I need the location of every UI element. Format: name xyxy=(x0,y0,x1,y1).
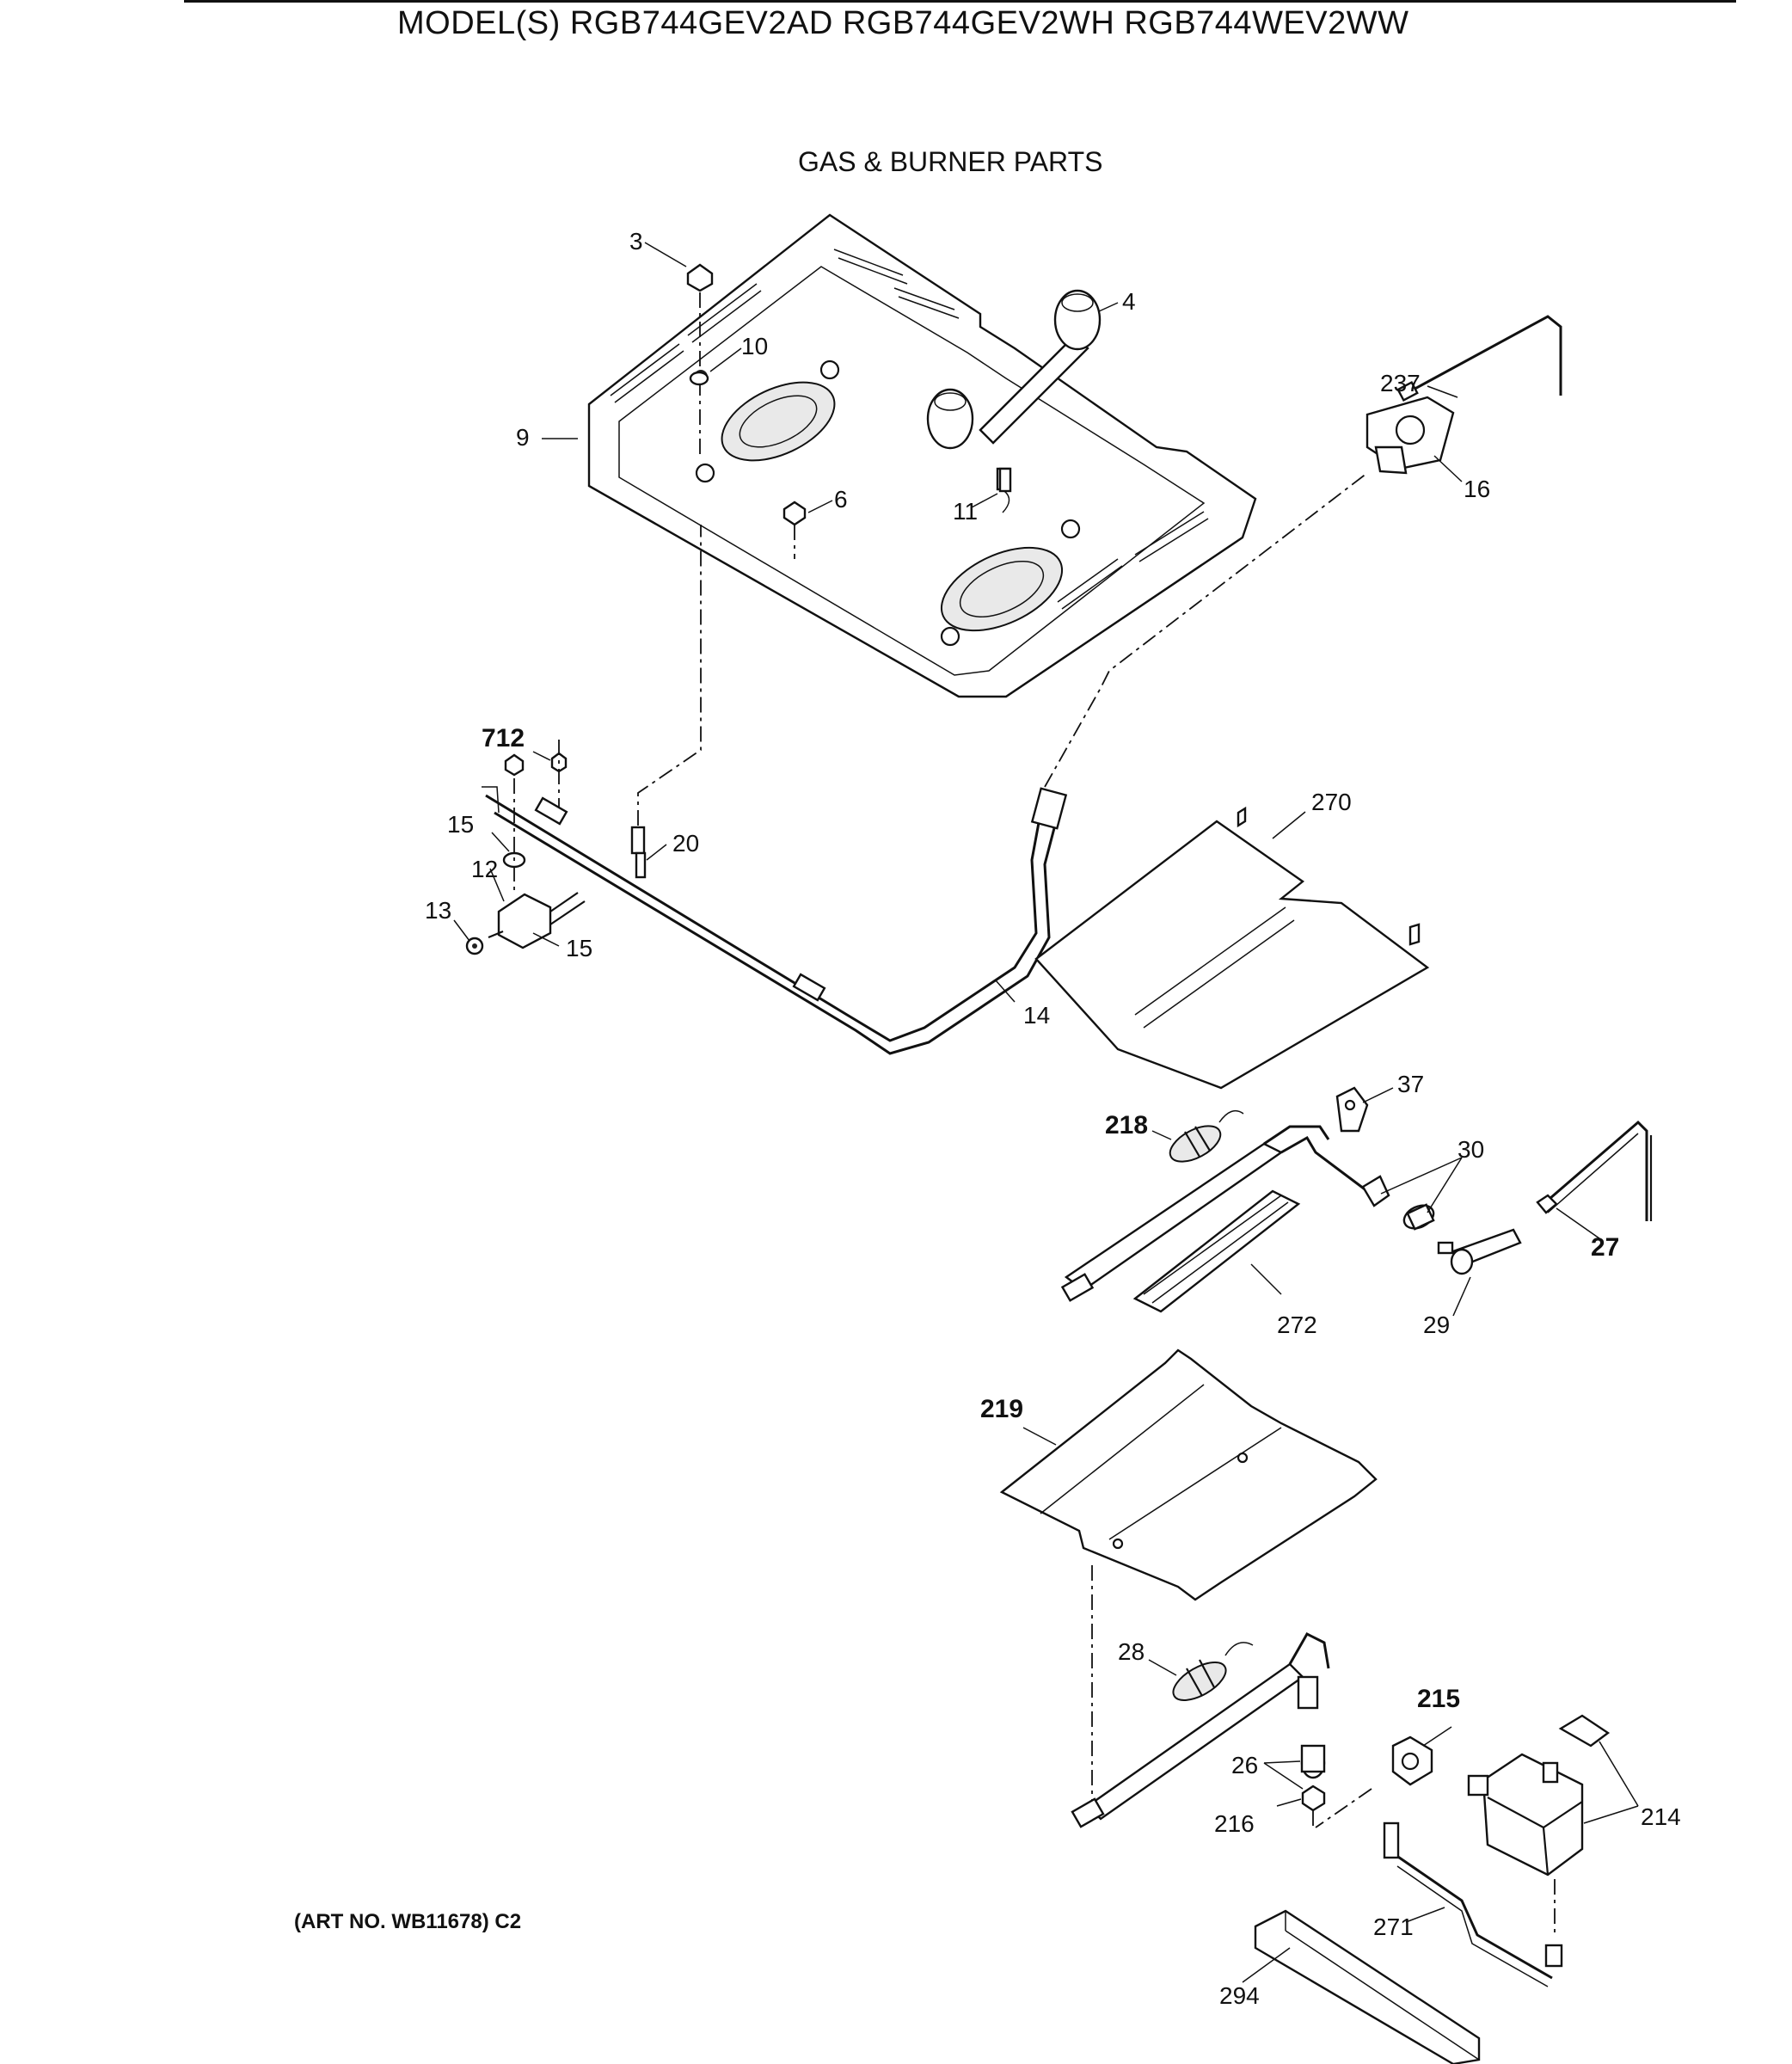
callout-712: 712 xyxy=(482,724,525,752)
bake-burner-part-28 xyxy=(1071,1632,1330,1828)
leader-lines xyxy=(453,242,1639,1983)
manifold-part-14 xyxy=(482,786,1068,1055)
callout-270: 270 xyxy=(1311,789,1352,815)
shutter-part-26 xyxy=(1300,1744,1326,1779)
knob-nut-part-13 xyxy=(465,937,484,955)
callout-216: 216 xyxy=(1214,1810,1255,1837)
callout-29: 29 xyxy=(1423,1312,1450,1338)
bracket-part-37 xyxy=(1335,1086,1369,1133)
callout-272: 272 xyxy=(1277,1312,1317,1338)
callout-294: 294 xyxy=(1219,1982,1260,2009)
ignitor-part-28 xyxy=(1172,1642,1254,1701)
callout-218: 218 xyxy=(1105,1111,1148,1140)
callout-219: 219 xyxy=(980,1395,1023,1423)
tube-part-27 xyxy=(1536,1120,1653,1221)
screws-part-712 xyxy=(504,740,568,807)
callout-15-upper: 15 xyxy=(447,811,474,838)
washer-part-10 xyxy=(689,371,709,386)
spreader-plate-part-270 xyxy=(1034,806,1430,1090)
burner-channel-part-272 xyxy=(1132,1189,1301,1313)
callout-215: 215 xyxy=(1417,1685,1460,1713)
oven-bottom-part-219 xyxy=(999,1348,1378,1802)
callout-237: 237 xyxy=(1380,370,1421,396)
broil-burner-part-218 xyxy=(1060,1125,1368,1302)
model-numbers: MODEL(S) RGB744GEV2AD RGB744GEV2WH RGB74… xyxy=(397,5,1409,41)
callout-16: 16 xyxy=(1464,476,1490,502)
callout-3: 3 xyxy=(629,228,643,255)
valve-part-12 xyxy=(488,892,586,949)
callout-37: 37 xyxy=(1397,1071,1424,1097)
ignitor-part-218 xyxy=(1169,1109,1244,1163)
callout-13: 13 xyxy=(425,897,451,924)
callout-9: 9 xyxy=(516,424,530,451)
shutter-parts-30 xyxy=(1361,1175,1435,1231)
callout-271: 271 xyxy=(1373,1914,1414,1940)
washer-part-15 xyxy=(502,778,526,894)
callout-214: 214 xyxy=(1641,1803,1681,1830)
orifice-hood-part-29 xyxy=(1437,1228,1522,1275)
callout-11: 11 xyxy=(953,498,978,525)
bracket-part-215 xyxy=(1315,1735,1433,1828)
callout-30: 30 xyxy=(1458,1136,1484,1163)
callout-27: 27 xyxy=(1591,1233,1619,1262)
igniter-switch-part-4 xyxy=(926,289,1102,491)
art-number: (ART NO. WB11678) C2 xyxy=(294,1910,522,1933)
thermostat-part-16 xyxy=(1365,396,1455,475)
callout-6: 6 xyxy=(834,486,848,513)
section-title: GAS & BURNER PARTS xyxy=(798,146,1103,177)
orifice-part-20 xyxy=(630,525,702,879)
electrode-part-11 xyxy=(998,467,1012,513)
header-rule xyxy=(184,0,1736,3)
callout-14: 14 xyxy=(1023,1002,1050,1029)
callout-12: 12 xyxy=(471,856,498,882)
callout-28: 28 xyxy=(1118,1638,1145,1665)
nut-part-216 xyxy=(1301,1784,1326,1828)
tube-part-237 xyxy=(1396,315,1562,402)
callout-4: 4 xyxy=(1122,288,1136,315)
tube-part-271 xyxy=(1383,1821,1563,1987)
guide-line-16 xyxy=(1044,472,1368,788)
safety-valve-part-214 xyxy=(1467,1714,1611,1935)
callout-20: 20 xyxy=(672,830,699,857)
callout-10: 10 xyxy=(741,333,768,359)
burner-box-part-9 xyxy=(587,213,1257,698)
screw-part-6 xyxy=(782,501,807,559)
callout-26: 26 xyxy=(1231,1752,1258,1778)
callout-labels: 3 4 10 9 6 11 237 16 712 15 12 13 15 20 … xyxy=(425,228,1681,2009)
rear-bracket-part-294 xyxy=(1254,1909,1481,2064)
callout-15-lower: 15 xyxy=(566,935,592,961)
